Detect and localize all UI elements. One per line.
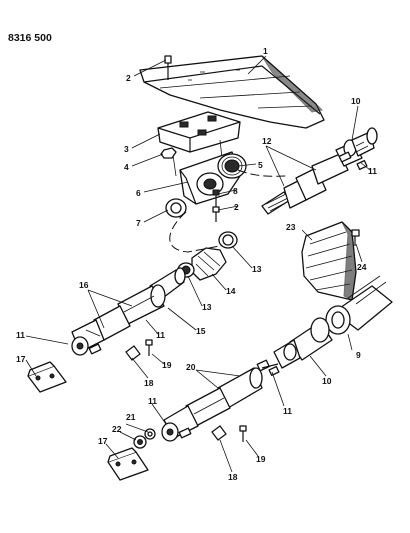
callout-7: 7 xyxy=(136,218,141,228)
u-joint-upper xyxy=(338,151,368,171)
callout-13-lower: 13 xyxy=(202,302,212,312)
callout-22: 22 xyxy=(112,424,122,434)
nut-lower xyxy=(133,435,147,449)
callout-12: 12 xyxy=(262,136,272,146)
rear-shaft-body xyxy=(185,367,263,427)
bolt-upper xyxy=(145,339,153,356)
callout-19-upper: 19 xyxy=(162,360,172,370)
callout-23: 23 xyxy=(286,222,296,232)
callout-24: 24 xyxy=(357,262,367,272)
bearing-cushion xyxy=(217,153,247,179)
front-flange-upper xyxy=(27,361,67,393)
callout-labels: 1 2 3 4 5 6 7 8 2 10 11 12 23 24 13 14 1… xyxy=(16,46,377,482)
clip-strap-lower xyxy=(211,425,227,441)
callout-11-middle: 11 xyxy=(156,330,165,340)
callout-11-left: 11 xyxy=(16,330,25,340)
callout-21: 21 xyxy=(126,412,136,422)
callout-2-lower: 2 xyxy=(234,202,239,212)
dust-boot xyxy=(191,247,227,281)
callout-13-upper: 13 xyxy=(252,264,262,274)
callout-19-lower: 19 xyxy=(256,454,266,464)
callout-15: 15 xyxy=(196,326,206,336)
dashed-line-bearing xyxy=(237,169,287,177)
u-joint-middle xyxy=(88,343,102,355)
callout-4: 4 xyxy=(124,162,129,172)
leader-lines xyxy=(25,55,371,473)
boot-clamp-upper xyxy=(218,231,238,249)
callout-10-lower: 10 xyxy=(322,376,332,386)
u-joint-lower xyxy=(178,427,192,439)
bracket-nut xyxy=(160,147,177,159)
diagram-code: 8316 500 xyxy=(8,32,52,44)
bearing-bolt-lower xyxy=(212,206,220,222)
callout-6: 6 xyxy=(136,188,141,198)
callout-17-lower: 17 xyxy=(98,436,108,446)
rear-flange-section xyxy=(325,275,393,335)
bolt-lower xyxy=(239,425,247,442)
callout-1: 1 xyxy=(263,46,268,56)
rear-yoke xyxy=(273,339,301,369)
shield-bolt-right xyxy=(351,229,360,246)
heat-shield xyxy=(139,55,325,129)
bearing-bolt-upper xyxy=(212,189,220,207)
shield-bolt xyxy=(164,55,172,80)
callout-18-upper: 18 xyxy=(144,378,154,388)
u-joint-rear xyxy=(256,359,280,377)
callout-20: 20 xyxy=(186,362,196,372)
front-flange-lower xyxy=(107,447,149,481)
callout-11-lower: 11 xyxy=(148,396,157,406)
callout-11-upper: 11 xyxy=(368,166,377,176)
callout-17-upper: 17 xyxy=(16,354,26,364)
callout-5: 5 xyxy=(258,160,263,170)
center-bearing-bracket xyxy=(157,111,241,177)
slip-yoke-middle xyxy=(71,305,131,356)
callout-9: 9 xyxy=(356,350,361,360)
callout-8: 8 xyxy=(233,186,238,196)
splined-shaft xyxy=(261,153,349,215)
callout-2: 2 xyxy=(126,73,131,83)
callout-11-rear: 11 xyxy=(283,406,292,416)
front-shaft-section xyxy=(117,267,186,325)
callout-10-upper: 10 xyxy=(351,96,361,106)
callout-3: 3 xyxy=(124,144,129,154)
dashed-line-loop xyxy=(169,211,231,253)
washer-lower xyxy=(144,428,156,440)
clip-strap-upper xyxy=(125,345,141,361)
callout-14: 14 xyxy=(226,286,236,296)
shield-panel xyxy=(301,221,357,301)
callout-18-lower: 18 xyxy=(228,472,238,482)
slinger-ring xyxy=(165,198,187,218)
callout-16: 16 xyxy=(79,280,89,290)
